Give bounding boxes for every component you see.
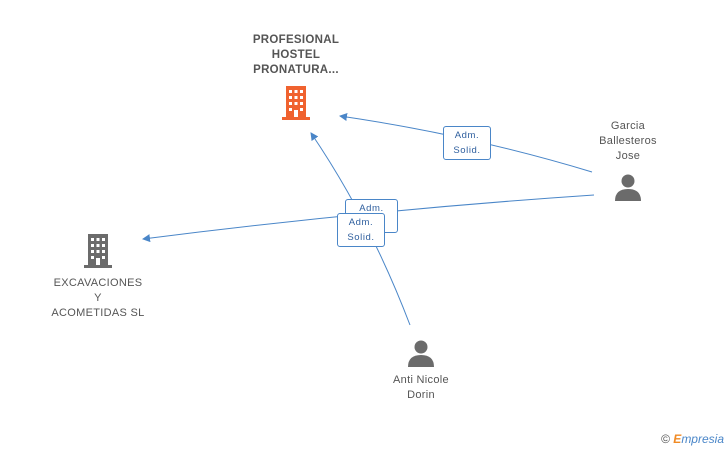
empresia-logo: © Empresia xyxy=(661,432,724,446)
node-label: PROFESIONAL HOSTEL PRONATURA... xyxy=(238,33,354,78)
brand-rest: mpresia xyxy=(681,432,724,446)
node-label-line: Anti Nicole xyxy=(393,374,449,386)
node-label-line: PRONATURA... xyxy=(253,64,339,76)
copyright-symbol: © xyxy=(661,432,670,446)
brand-initial: E xyxy=(673,432,682,446)
node-label-line: Garcia xyxy=(610,120,646,132)
node-anti-nicole-dorin[interactable]: Anti Nicole Dorin xyxy=(376,338,466,403)
node-garcia-ballesteros-jose[interactable]: Garcia Ballesteros Jose xyxy=(585,119,671,202)
node-label-line: EXCAVACIONES xyxy=(53,277,143,289)
node-label-line: Dorin xyxy=(407,389,435,401)
node-label-line: ACOMETIDAS SL xyxy=(51,307,145,319)
building-icon xyxy=(282,86,310,120)
person-icon xyxy=(615,174,641,201)
role-badge-line: Solid. xyxy=(347,232,375,243)
role-badge-line: Adm. xyxy=(359,203,384,214)
role-badge-line: Adm. xyxy=(454,130,480,141)
node-label-line: PROFESIONAL xyxy=(252,34,340,46)
role-badge-anti-profesional[interactable]: Adm. Solid. xyxy=(337,213,385,247)
node-label-line: Y xyxy=(94,292,102,304)
node-label-line: HOSTEL xyxy=(271,49,321,61)
role-badge-line: Adm. xyxy=(348,217,374,228)
node-label-line: Ballesteros xyxy=(599,135,657,147)
node-profesional-hostel[interactable]: PROFESIONAL HOSTEL PRONATURA... xyxy=(238,33,354,122)
node-label-line: Jose xyxy=(615,150,641,162)
node-label: Anti Nicole Dorin xyxy=(376,373,466,403)
role-badge-line: Solid. xyxy=(453,145,481,156)
building-icon xyxy=(84,234,112,268)
role-badge-garcia-profesional[interactable]: Adm. Solid. xyxy=(443,126,491,160)
node-label: Garcia Ballesteros Jose xyxy=(585,119,671,164)
node-excavaciones[interactable]: EXCAVACIONES Y ACOMETIDAS SL xyxy=(40,232,156,321)
node-label: EXCAVACIONES Y ACOMETIDAS SL xyxy=(40,276,156,321)
person-icon xyxy=(408,340,434,367)
